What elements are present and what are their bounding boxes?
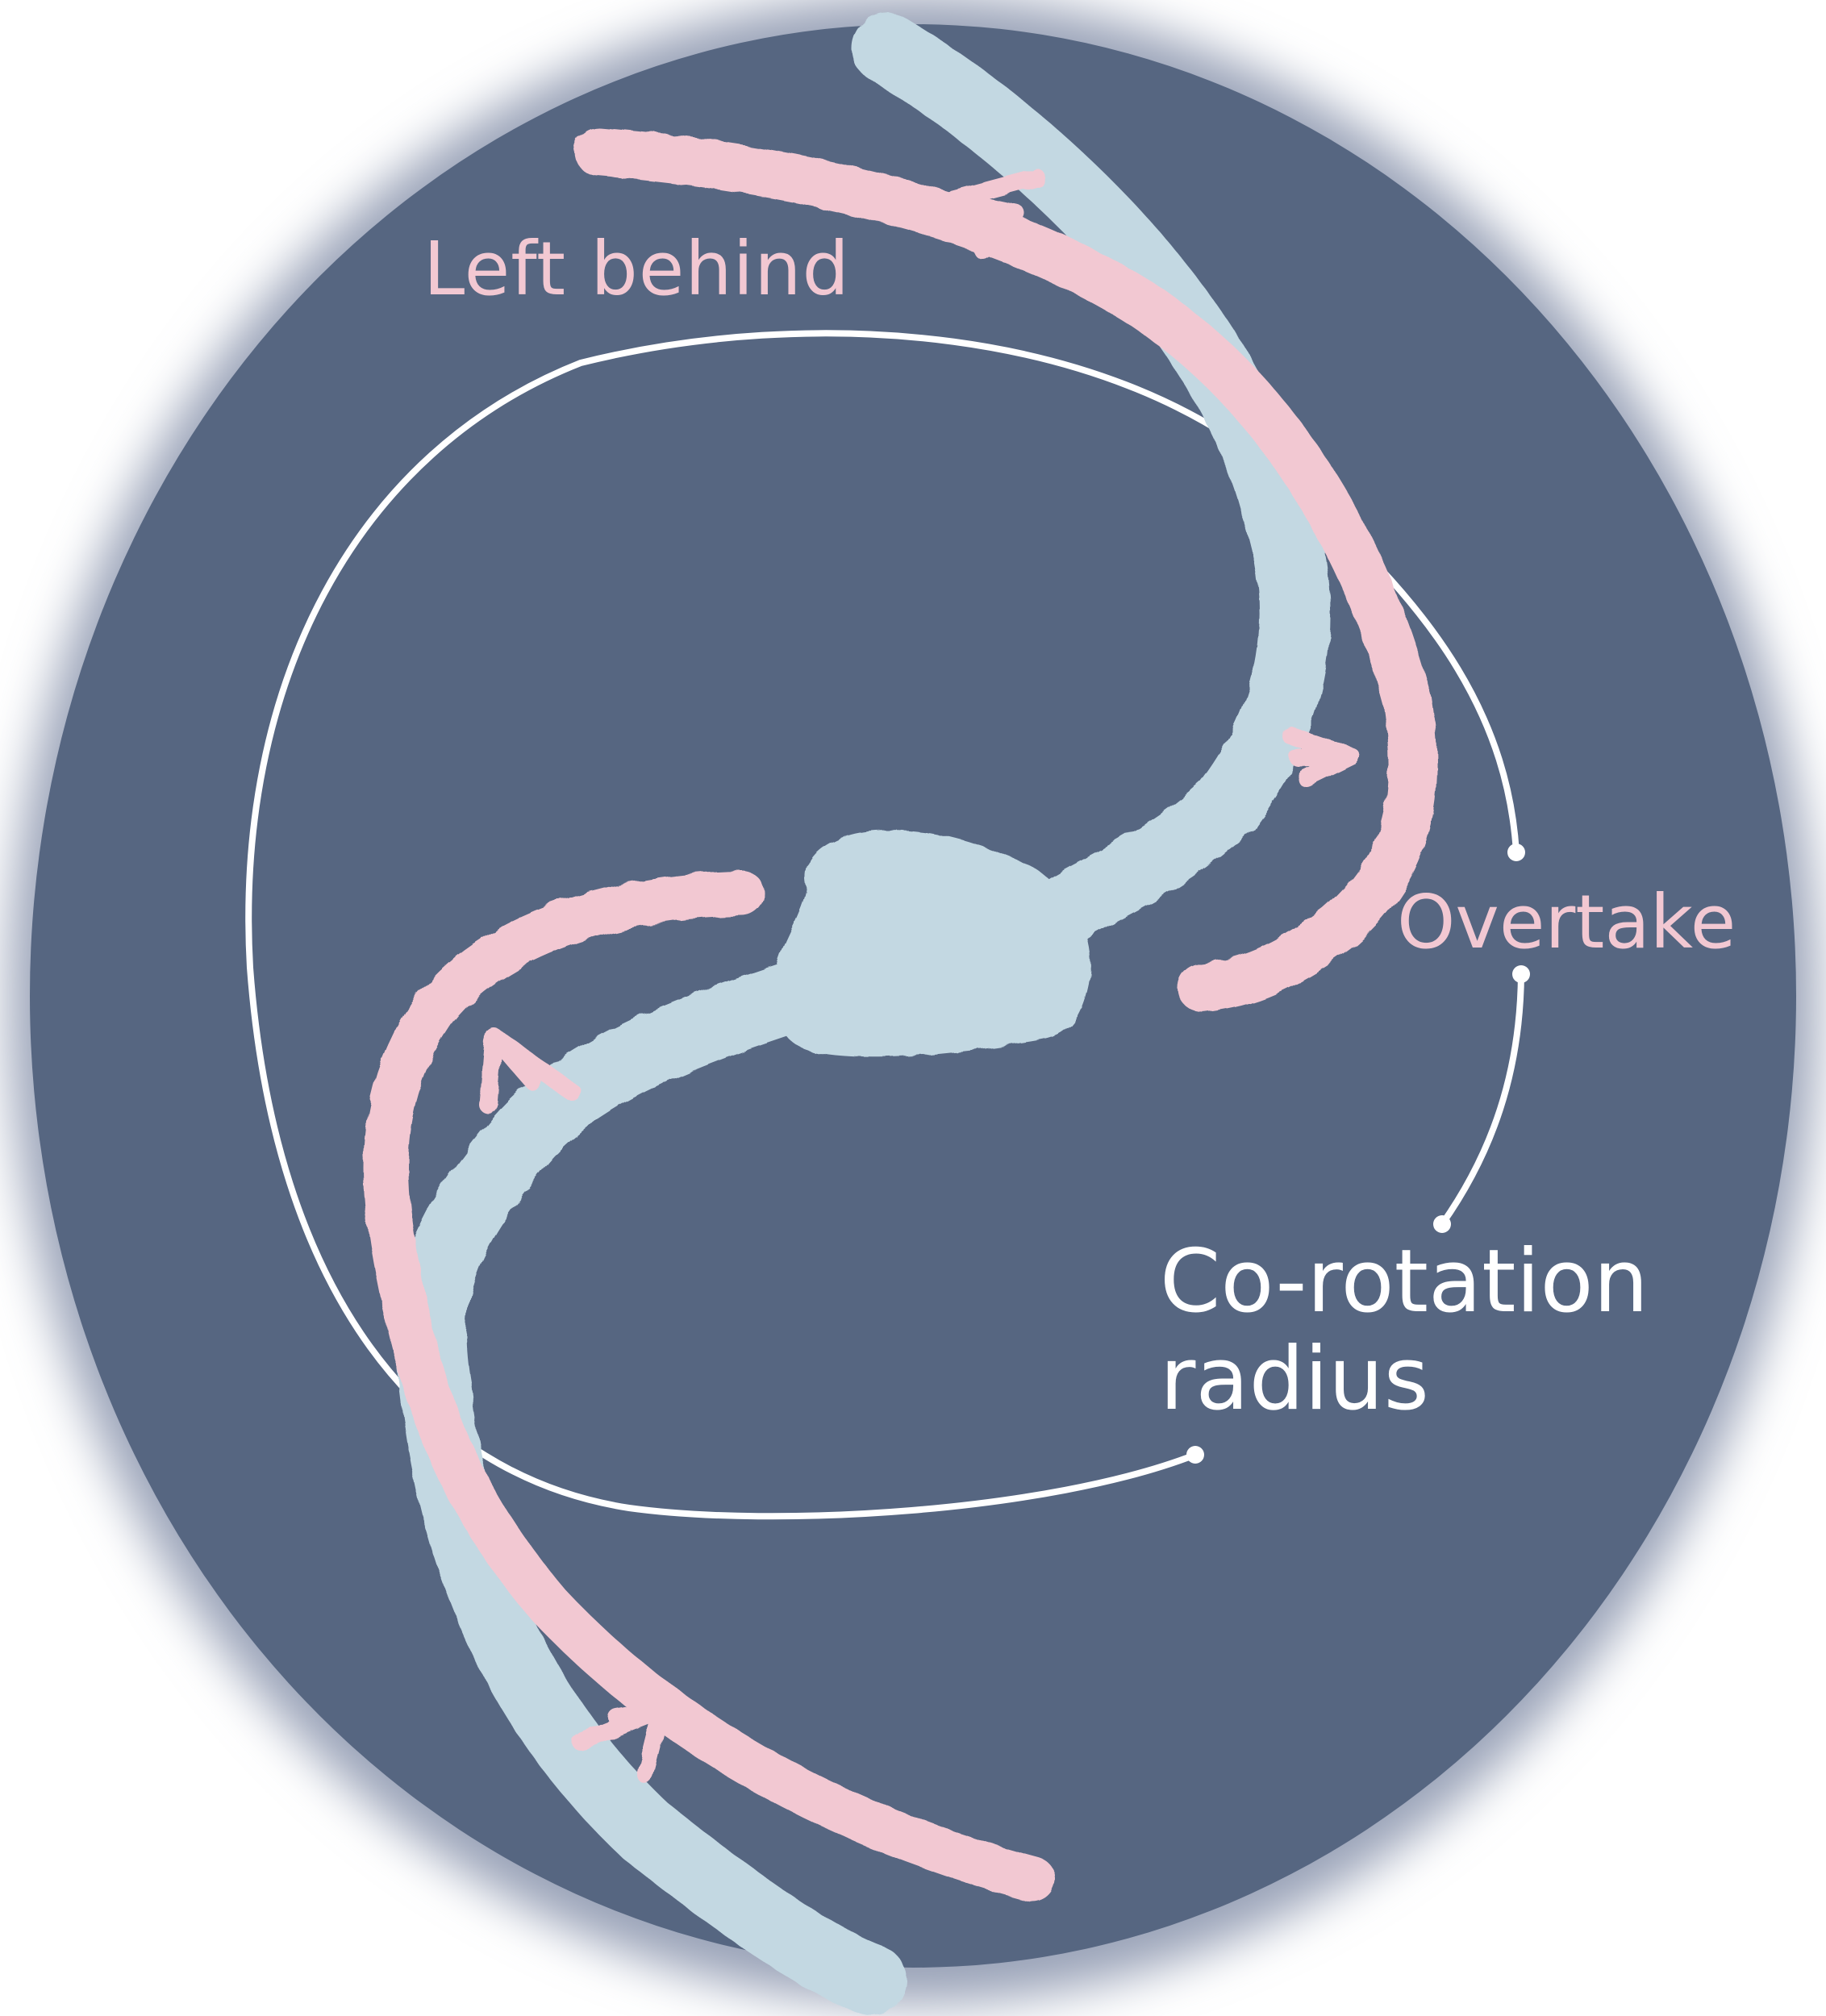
corotation-circle-endpoint [1433, 1215, 1451, 1233]
corotation-circle-endpoint [1186, 1446, 1204, 1464]
label-corotation-line1: Co-rotation [1160, 1234, 1649, 1331]
corotation-circle-endpoint [1507, 843, 1525, 861]
label-corotation-line2: radius [1160, 1331, 1649, 1429]
corotation-circle-endpoint [1512, 965, 1530, 983]
label-overtake: Overtake [1397, 885, 1736, 960]
label-left-behind: Left behind [423, 232, 850, 306]
label-corotation-radius: Co-rotation radius [1160, 1234, 1649, 1429]
